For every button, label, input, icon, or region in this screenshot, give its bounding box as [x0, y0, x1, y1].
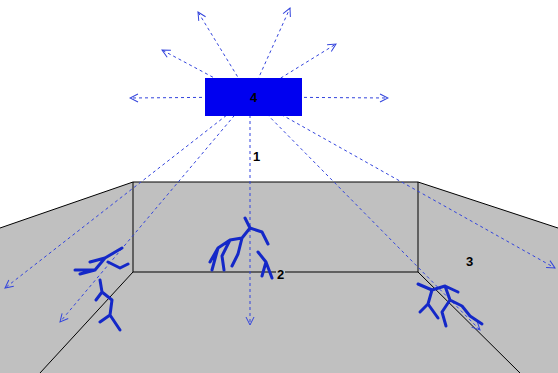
callout-number: 2 — [276, 268, 285, 281]
room-walls — [0, 182, 558, 373]
source-box: 4 — [205, 78, 302, 116]
crack-growths — [75, 218, 482, 330]
callout-number: 4 — [250, 91, 257, 104]
callout-number: 1 — [252, 150, 261, 163]
room-edges — [0, 182, 558, 373]
radiation-arrows — [5, 8, 555, 330]
callout-number: 3 — [465, 255, 474, 268]
